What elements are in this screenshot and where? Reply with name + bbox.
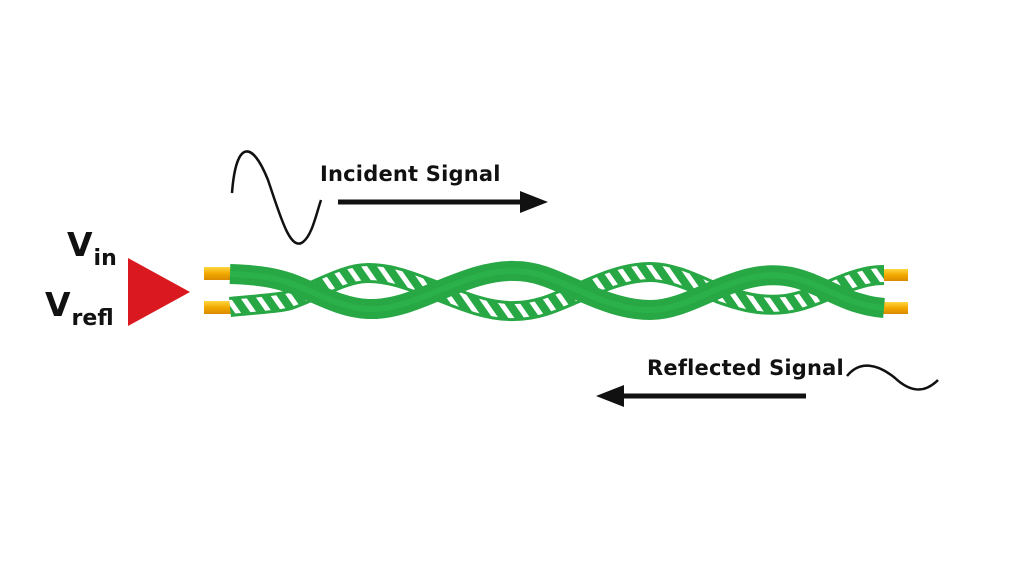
incident-signal-label: Incident Signal (320, 162, 501, 186)
v-in-main: V (67, 225, 93, 264)
reflected-wave-icon (846, 364, 939, 391)
v-refl-subscript: refl (71, 306, 114, 331)
reflected-signal-label: Reflected Signal (647, 356, 844, 380)
source-triangle-icon (128, 258, 190, 326)
incident-arrow-head (520, 191, 548, 213)
wire-solid-highlight (229, 267, 885, 314)
left-conductor-top (204, 267, 234, 280)
v-in-label: Vin (67, 228, 117, 270)
left-conductor-bottom (204, 301, 234, 314)
wire-solid (229, 260, 885, 321)
incident-sine-wave-icon (230, 150, 323, 245)
reflected-arrow-head (596, 385, 624, 407)
v-refl-main: V (45, 285, 71, 324)
v-refl-label: Vrefl (45, 288, 114, 330)
right-conductor-bottom (880, 302, 908, 314)
right-conductor-top (880, 269, 908, 281)
v-in-subscript: in (93, 246, 117, 271)
